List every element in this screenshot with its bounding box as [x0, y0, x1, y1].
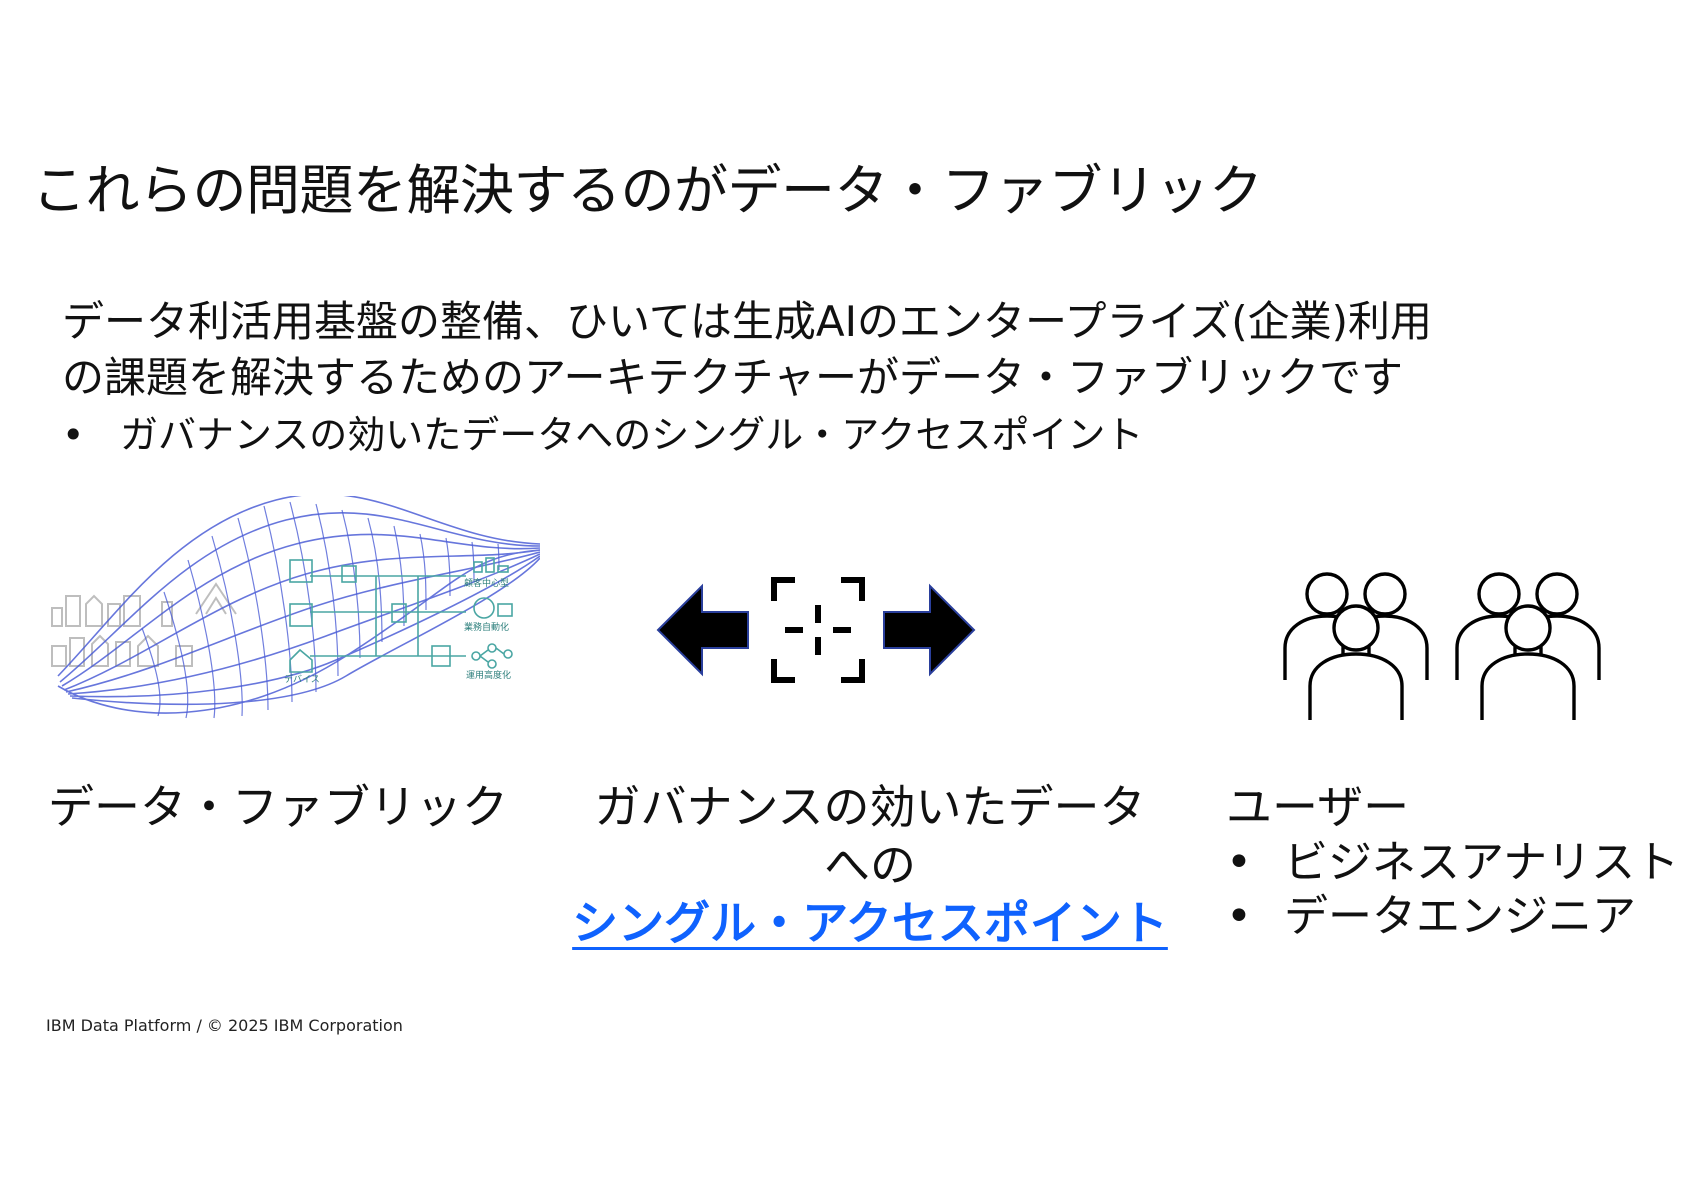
- teal-circuit: [289, 557, 513, 673]
- list-item: • ビジネスアナリスト: [1226, 836, 1679, 890]
- fabric-label-device: デバイス: [284, 673, 320, 685]
- focus-crosshair-icon: [771, 577, 865, 683]
- user-group-left: [1283, 572, 1429, 720]
- user-group-icon: [1283, 572, 1601, 720]
- user-list: • ビジネスアナリスト • データエンジニア: [1226, 836, 1679, 944]
- access-caption-line-1: ガバナンスの効いたデータ: [594, 780, 1146, 834]
- lead-line-2: の課題を解決するためのアーキテクチャーがデータ・ファブリックです: [62, 353, 1404, 402]
- lead-line-1: データ利活用基盤の整備、ひいては生成AIのエンタープライズ(企業)利用: [62, 297, 1433, 346]
- list-item: • データエンジニア: [1226, 890, 1679, 944]
- user-type-business-analyst: ビジネスアナリスト: [1284, 837, 1680, 888]
- user-group-right: [1455, 572, 1601, 720]
- fabric-label-customer: 顧客中心型: [464, 577, 509, 589]
- lead-paragraph: データ利活用基盤の整備、ひいては生成AIのエンタープライズ(企業)利用 の課題を…: [62, 294, 1432, 406]
- bullet-text: ガバナンスの効いたデータへのシングル・アクセスポイント: [120, 413, 1144, 457]
- arrow-left-icon: [656, 583, 749, 677]
- access-point-graphic: [656, 577, 976, 683]
- bullet-marker: •: [1226, 891, 1252, 942]
- slide-title: これらの問題を解決するのがデータ・ファブリック: [32, 159, 1263, 222]
- bullet-item: • ガバナンスの効いたデータへのシングル・アクセスポイント: [62, 410, 1143, 460]
- bullet-marker: •: [62, 413, 85, 457]
- data-fabric-mesh-illustration: 顧客中心型 業務自動化 デバイス 運用高度化: [51, 496, 540, 719]
- users-caption: ユーザー: [1226, 780, 1410, 834]
- fabric-label-operations: 運用高度化: [466, 669, 511, 681]
- footer-copyright: IBM Data Platform / © 2025 IBM Corporati…: [46, 1016, 403, 1035]
- bullet-marker: •: [1226, 837, 1252, 888]
- fabric-label-automation: 業務自動化: [464, 621, 509, 633]
- access-caption: ガバナンスの効いたデータ への シングル・アクセスポイント: [560, 778, 1180, 952]
- single-access-point-link[interactable]: シングル・アクセスポイント: [572, 896, 1168, 950]
- arrow-right-icon: [883, 583, 976, 677]
- fabric-caption: データ・ファブリック: [48, 780, 508, 834]
- user-type-data-engineer: データエンジニア: [1284, 891, 1636, 942]
- access-caption-line-2: への: [824, 838, 916, 892]
